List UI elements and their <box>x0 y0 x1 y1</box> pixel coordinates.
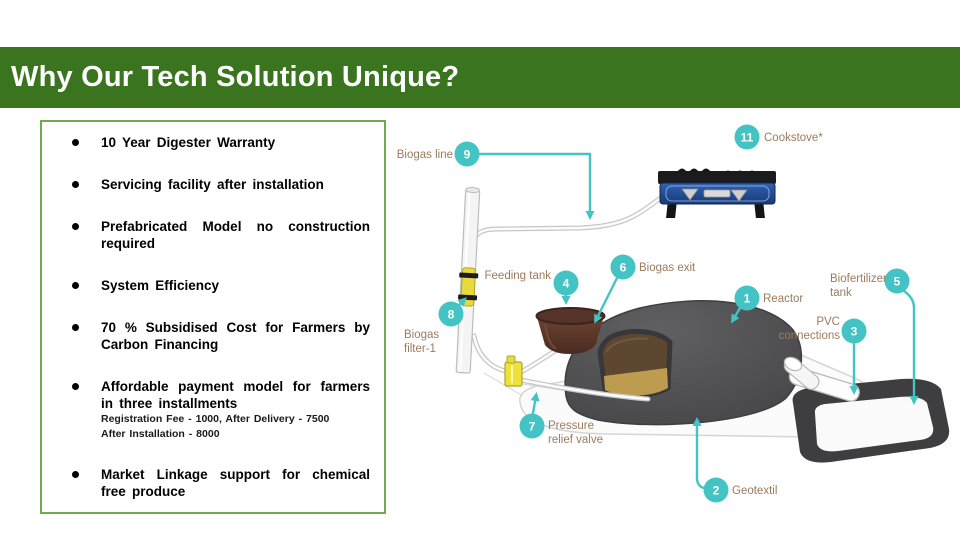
callout-number: 6 <box>620 261 627 275</box>
callout-number: 8 <box>448 308 455 322</box>
feature-item-market-linkage: Market Linkage support for chemical free… <box>72 466 370 500</box>
callout-number: 4 <box>563 277 570 291</box>
bullet-icon <box>72 383 79 390</box>
bullet-icon <box>72 223 79 230</box>
biogas-filter <box>458 267 479 307</box>
biogas-tubes <box>469 193 667 402</box>
pressure-relief-valve <box>504 355 523 387</box>
callout-number: 3 <box>851 325 858 339</box>
feature-text: System Efficiency <box>101 278 220 293</box>
callout-number: 7 <box>529 420 536 434</box>
feature-subtext: After Installation - 8000 <box>101 427 220 440</box>
feature-text: Prefabricated Model no construction requ… <box>101 219 370 251</box>
feature-text: 10 Year Digester Warranty <box>101 135 276 150</box>
callout-reactor: 1 Reactor <box>730 285 803 324</box>
callout-label: Reactor <box>763 293 803 305</box>
feature-box: 10 Year Digester Warranty Servicing faci… <box>40 120 386 514</box>
feature-text: Market Linkage support for chemical free… <box>101 467 370 499</box>
page-title: Why Our Tech Solution Unique? <box>11 61 460 93</box>
callout-number: 11 <box>741 131 754 145</box>
feature-item-payment: Affordable payment model for farmers in … <box>72 378 370 441</box>
bullet-icon <box>72 282 79 289</box>
callout-label: connections <box>779 330 841 342</box>
bullet-icon <box>72 324 79 331</box>
feature-list: 10 Year Digester Warranty Servicing faci… <box>42 122 384 500</box>
stove-knob <box>730 189 748 202</box>
callout-number: 2 <box>713 484 720 498</box>
stove-label <box>703 189 731 198</box>
callout-label: Biogas line <box>397 149 453 161</box>
callout-pvc-connections: 3 PVC connections <box>779 316 867 395</box>
callout-pressure-relief-valve: 7 Pressure relief valve <box>519 392 603 446</box>
feature-text: Affordable payment model for farmers in … <box>101 379 370 411</box>
biogas-system-diagram: 9 Biogas line 11 Cookstove* 4 Feeding ta… <box>397 124 950 503</box>
feature-text: 70 % Subsidised Cost for Farmers by Carb… <box>101 320 370 352</box>
feature-item-subsidised: 70 % Subsidised Cost for Farmers by Carb… <box>72 319 370 353</box>
callout-cookstove: 11 Cookstove* <box>734 124 823 150</box>
callout-label: Biofertilizer <box>830 273 887 285</box>
callout-label: Biogas <box>404 329 439 341</box>
bullet-icon <box>72 139 79 146</box>
callout-label: filter-1 <box>404 343 436 355</box>
feature-item-efficiency: System Efficiency <box>72 277 370 294</box>
callout-number: 5 <box>894 275 901 289</box>
callout-label: Cookstove* <box>764 132 823 144</box>
ground-line <box>483 372 524 397</box>
callout-number: 1 <box>744 292 751 306</box>
reactor-dome <box>564 300 803 426</box>
feature-subtext: Registration Fee - 1000, After Delivery … <box>101 413 330 425</box>
stove-leg <box>666 201 677 218</box>
feature-item-warranty: 10 Year Digester Warranty <box>72 134 370 151</box>
callout-label: PVC <box>816 316 840 328</box>
feature-item-servicing: Servicing facility after installation <box>72 176 370 193</box>
header-bar: Why Our Tech Solution Unique? <box>0 47 960 108</box>
callout-label: Geotextil <box>732 485 777 497</box>
callout-label: Biogas exit <box>639 262 696 274</box>
bullet-icon <box>72 181 79 188</box>
biogas-filter-pipe <box>455 186 481 374</box>
stove-knob <box>681 188 699 201</box>
callout-number: 9 <box>464 148 471 162</box>
cookstove <box>658 168 776 218</box>
feeding-tank-pot <box>535 307 606 354</box>
callout-label: Feeding tank <box>485 270 552 282</box>
reactor-window <box>597 329 673 399</box>
stove-leg <box>754 201 765 218</box>
callout-geotextil: 2 Geotextil <box>692 417 777 503</box>
callout-label: Pressure <box>548 420 594 432</box>
callout-biogas-line: 9 Biogas line <box>397 141 595 220</box>
bullet-icon <box>72 471 79 478</box>
feature-text: Servicing facility after installation <box>101 177 324 192</box>
callout-label: relief valve <box>548 434 603 446</box>
callout-biofertilizer-tank: 5 Biofertilizer tank <box>830 268 919 405</box>
callout-biogas-filter: 8 Biogas filter-1 <box>404 297 467 355</box>
pvc-pipe <box>783 356 860 402</box>
callout-feeding-tank: 4 Feeding tank <box>485 270 579 305</box>
callout-label: tank <box>830 287 852 299</box>
stove-top <box>658 171 776 184</box>
callout-biogas-exit: 6 Biogas exit <box>594 254 696 324</box>
feature-item-prefabricated: Prefabricated Model no construction requ… <box>72 218 370 252</box>
